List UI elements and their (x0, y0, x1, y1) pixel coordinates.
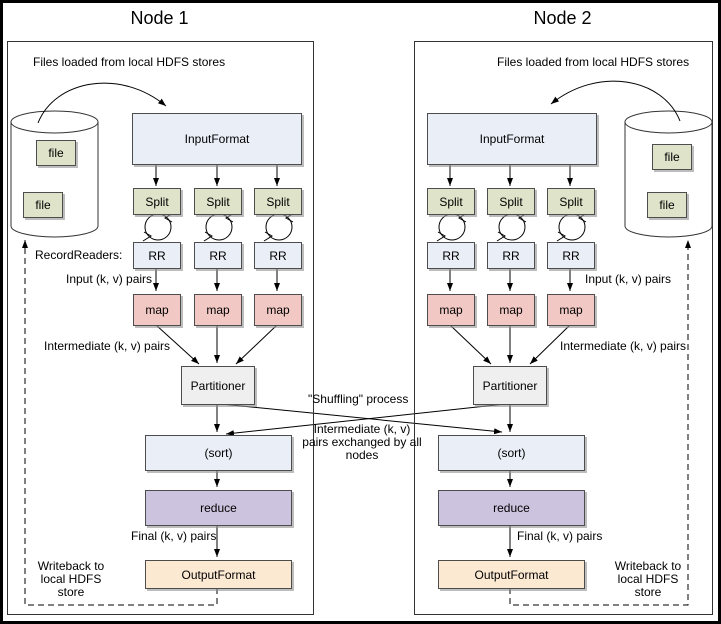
node2-container (414, 41, 713, 615)
inputformat-box-node1: InputFormat (132, 113, 302, 165)
hdfs-cylinder-node2 (624, 110, 713, 238)
shuffle-arrow-n2-to-n1 (225, 403, 506, 437)
split-box: Split (427, 188, 475, 215)
flow-arrows-node1 (153, 163, 280, 557)
map-box: map (547, 294, 595, 326)
outputformat-box-node2: OutputFormat (438, 560, 585, 589)
file-box: file (36, 140, 76, 166)
final-kv-label-node1: Final (k, v) pairs (131, 529, 217, 543)
reduce-box-node1: reduce (145, 490, 292, 526)
writeback-label-node2: Writeback to local HDFS store (614, 559, 682, 599)
split-box: Split (254, 188, 302, 215)
rr-box: RR (254, 242, 302, 269)
map-box: map (254, 294, 302, 326)
rr-box: RR (427, 242, 475, 269)
file-box: file (652, 144, 692, 170)
node2-title: Node 2 (533, 8, 592, 28)
shuffle-arrow-n1-to-n2 (220, 403, 503, 435)
sort-box-node1: (sort) (145, 435, 292, 471)
intermediate-exchange-label: Intermediate (k, v) pairs exchanged by a… (302, 422, 422, 462)
rr-box: RR (547, 242, 595, 269)
rr-box: RR (194, 242, 242, 269)
file-box: file (23, 192, 63, 218)
input-kv-label-node2: Input (k, v) pairs (585, 272, 672, 286)
split-box: Split (194, 188, 242, 215)
map-box: map (427, 294, 475, 326)
recordreaders-label: RecordReaders: (35, 248, 123, 262)
map-box: map (487, 294, 535, 326)
writeback-path-node1 (22, 240, 218, 606)
inputformat-box-node2: InputFormat (427, 113, 597, 165)
split-box: Split (487, 188, 535, 215)
partitioner-box-node1: Partitioner (181, 366, 255, 405)
input-kv-label-node1: Input (k, v) pairs (66, 272, 153, 286)
node1-container (7, 41, 314, 615)
file-box: file (647, 192, 687, 218)
rr-box: RR (487, 242, 535, 269)
writeback-label-node1: Writeback to local HDFS store (37, 559, 105, 599)
final-kv-label-node2: Final (k, v) pairs (517, 529, 603, 543)
map-box: map (133, 294, 181, 326)
load-arrow-node2 (550, 80, 681, 122)
partitioner-box-node2: Partitioner (473, 366, 547, 405)
files-loaded-label-node2: Files loaded from local HDFS stores (497, 55, 690, 69)
split-box: Split (547, 188, 595, 215)
load-arrow-node1 (37, 82, 167, 124)
map-box: map (194, 294, 242, 326)
outputformat-box-node1: OutputFormat (145, 560, 292, 589)
intermediate-kv-label-node1: Intermediate (k, v) pairs (44, 339, 171, 353)
sort-box-node2: (sort) (438, 435, 585, 471)
node1-title: Node 1 (130, 8, 189, 28)
split-box: Split (133, 188, 181, 215)
writeback-path-node2 (509, 240, 691, 606)
flow-arrows-node2 (447, 163, 573, 557)
rr-box: RR (133, 242, 181, 269)
files-loaded-label-node1: Files loaded from local HDFS stores (33, 55, 226, 69)
intermediate-kv-label-node2: Intermediate (k, v) pairs (560, 339, 687, 353)
shuffling-process-label: "Shuffling" process (308, 392, 409, 406)
reduce-box-node2: reduce (438, 490, 585, 526)
